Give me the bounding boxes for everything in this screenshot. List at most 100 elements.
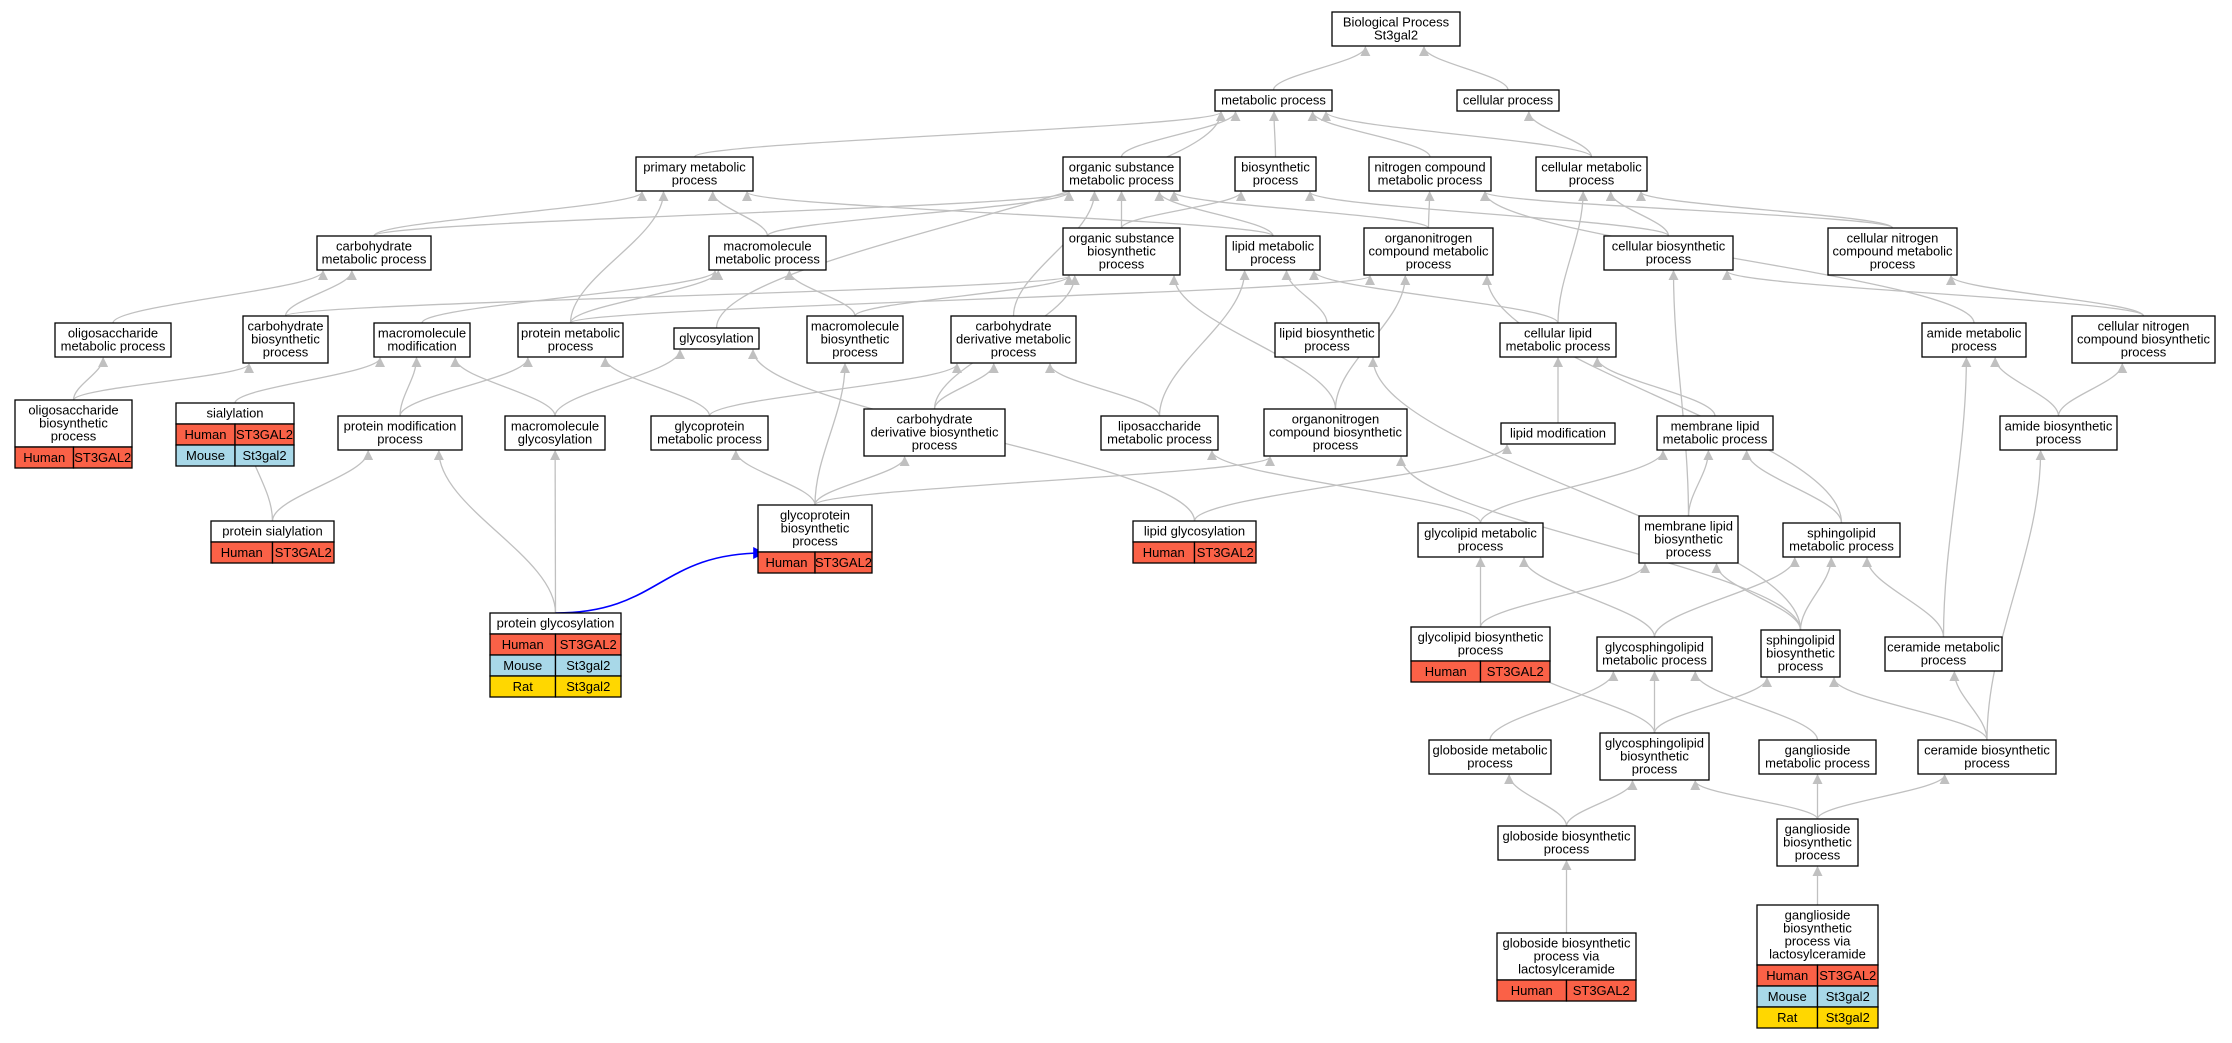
term-box [1921, 322, 2027, 358]
term-label: membrane lipid [1644, 519, 1733, 534]
term-label: metabolic process [1378, 173, 1483, 188]
term-label: compound metabolic [1833, 244, 1953, 259]
term-label: macromolecule [511, 419, 599, 434]
is-a-edge [1592, 357, 1716, 417]
is-a-edge [569, 275, 1375, 324]
gene-cell [1816, 1006, 1879, 1029]
species-label: Mouse [1768, 989, 1807, 1004]
term-label: protein sialylation [222, 524, 322, 539]
term-label: process [1870, 257, 1916, 272]
term-box [517, 322, 624, 358]
go-term-lipid-modification[interactable]: lipid modification [1500, 422, 1616, 445]
is-a-edge [1207, 450, 1482, 524]
term-box [337, 415, 463, 451]
go-term-cellular[interactable]: cellular process [1456, 89, 1560, 112]
term-label: ceramide metabolic [1887, 640, 2000, 655]
gene-symbol: ST3GAL2 [1197, 545, 1254, 560]
is-a-edge [1480, 191, 1894, 229]
go-term-glycosylation[interactable]: glycosylation [673, 327, 760, 350]
is-a-edge [569, 191, 669, 324]
is-a-edge [1482, 275, 1843, 524]
gene-symbol: ST3GAL2 [1487, 664, 1544, 679]
is-a-edge [1946, 275, 2145, 317]
go-term-metabolic[interactable]: metabolic process [1214, 89, 1333, 112]
is-a-edge [1012, 191, 1100, 317]
term-box [1782, 522, 1901, 558]
term-box [1263, 408, 1408, 457]
term-box [950, 315, 1077, 364]
is-a-edge [1120, 111, 1241, 158]
term-label: process via [1534, 949, 1601, 964]
is-a-edge [1120, 191, 1246, 229]
term-label: process [1313, 438, 1359, 453]
term-label: compound biosynthetic [1269, 425, 1402, 440]
term-label: glycoprotein [780, 508, 850, 523]
term-label: lactosylceramide [1518, 962, 1615, 977]
term-label: organic substance [1069, 231, 1175, 246]
term-label: derivative metabolic [956, 332, 1071, 347]
gene-cell [271, 541, 335, 564]
term-label: biosynthetic [1783, 921, 1852, 936]
is-a-edge [1949, 671, 1988, 741]
term-label: organic substance [1069, 160, 1175, 175]
is-a-edge [1169, 191, 1430, 229]
is-a-edge [284, 275, 1074, 317]
term-box [1656, 415, 1774, 451]
term-box [1456, 89, 1560, 112]
gene-symbol: St3gal2 [566, 658, 610, 673]
term-label: metabolic process [1107, 432, 1212, 447]
